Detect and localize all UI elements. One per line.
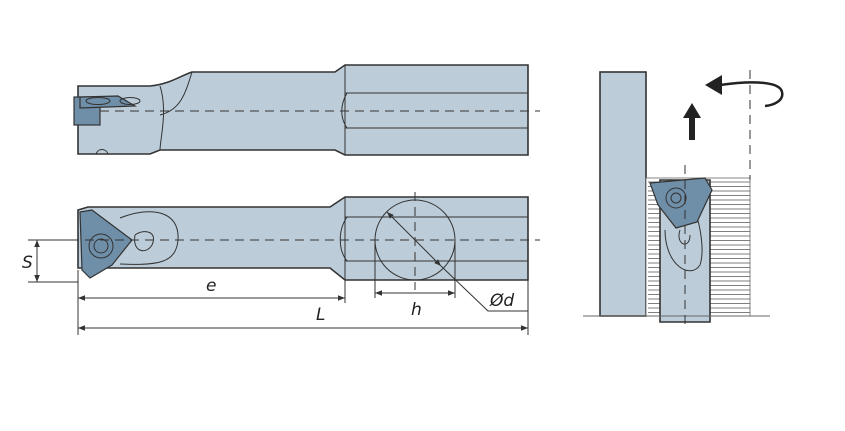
top-view	[73, 64, 540, 156]
bottom-view	[40, 192, 540, 312]
dimensions: S e L h Ød	[22, 239, 529, 335]
feed-arrow-icon	[683, 103, 701, 140]
label-l: L	[316, 305, 325, 325]
label-h: h	[411, 300, 422, 320]
insert-bottom	[79, 209, 133, 279]
workpiece-wall	[599, 71, 647, 317]
label-e: e	[206, 276, 216, 296]
label-diameter: Ød	[489, 291, 514, 311]
insert-side	[649, 177, 713, 229]
operation-view	[583, 70, 784, 330]
label-s: S	[22, 253, 33, 273]
rotation-arrow-icon	[719, 81, 784, 108]
